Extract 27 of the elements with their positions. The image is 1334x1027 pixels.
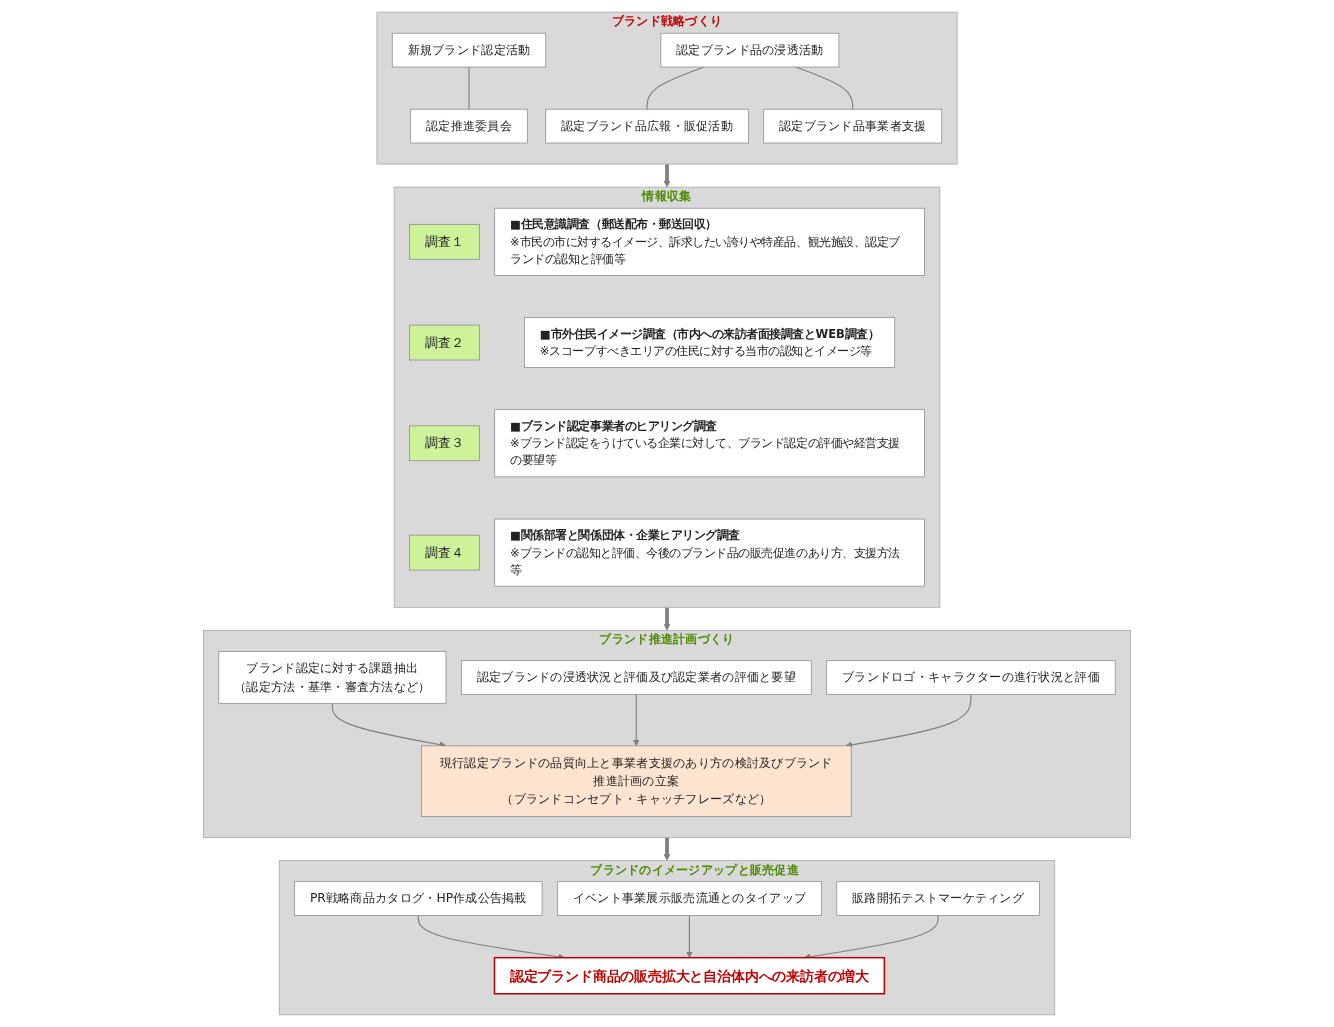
node-box: 現行認定ブランドの品質向上と事業者支援のあり方の検討及びブランド推進計画の立案 （ブランドコンセプト・キャッチフレーズなど） xyxy=(421,745,852,817)
node-box: ■市外住民イメージ調査（市内への来訪者面接調査とWEB調査） ※スコープすべきエリアの住民に対する当市の認知とイメージ等 xyxy=(524,317,896,368)
arrow xyxy=(632,693,640,747)
node-box: 調査４ xyxy=(409,534,480,571)
node-box: 調査３ xyxy=(409,425,480,462)
node-box: 販路開拓テストマーケティング xyxy=(836,881,1040,916)
arrow xyxy=(686,914,693,958)
node-box: ブランドロゴ・キャラクターの進行状況と評価 xyxy=(826,660,1116,695)
node-box: 認定ブランド品広報・販促活動 xyxy=(545,108,749,144)
node-box: PR戦略商品カタログ・HP作成公告掲載 xyxy=(294,881,543,916)
node-box: ■住民意識調査（郵送配布・郵送回収） ※市民の市に対するイメージ、訴求したい誇りや特産品、観光施設、認定ブランドの認知と評価等 xyxy=(494,207,925,276)
node-box: 調査１ xyxy=(409,223,480,260)
node-box: ■関係部署と関係団体・企業ヒアリング調査 ※ブランドの認知と評価、今後のブランド品の販売促進のあり方、支援方法等 xyxy=(494,518,925,587)
node-box: 認定ブランド品事業者支援 xyxy=(763,108,943,144)
node-box: 調査２ xyxy=(409,324,480,361)
node-box: 新規ブランド認定活動 xyxy=(391,32,547,68)
node-box: イベント事業展示販売流通とのタイアップ xyxy=(557,881,822,916)
node-box: 認定ブランド品の浸透活動 xyxy=(660,32,840,68)
node-box: 認定推進委員会 xyxy=(410,108,528,144)
arrow xyxy=(663,607,671,631)
node-box: 認定ブランドの浸透状況と評価及び認定業者の評価と要望 xyxy=(460,660,812,695)
connector xyxy=(468,66,470,110)
arrow xyxy=(663,164,671,188)
node-box: ブランド認定に対する課題抽出 （認定方法・基準・審査方法など） xyxy=(218,651,447,705)
node-box: ■ブランド認定事業者のヒアリング調査 ※ブランド認定をうけている企業に対して、ブランド認定の評価や経営支援の要望等 xyxy=(494,409,925,478)
arrow xyxy=(663,837,671,861)
node-box: 認定ブランド商品の販売拡大と自治体内への来訪者の増大 xyxy=(493,956,886,995)
